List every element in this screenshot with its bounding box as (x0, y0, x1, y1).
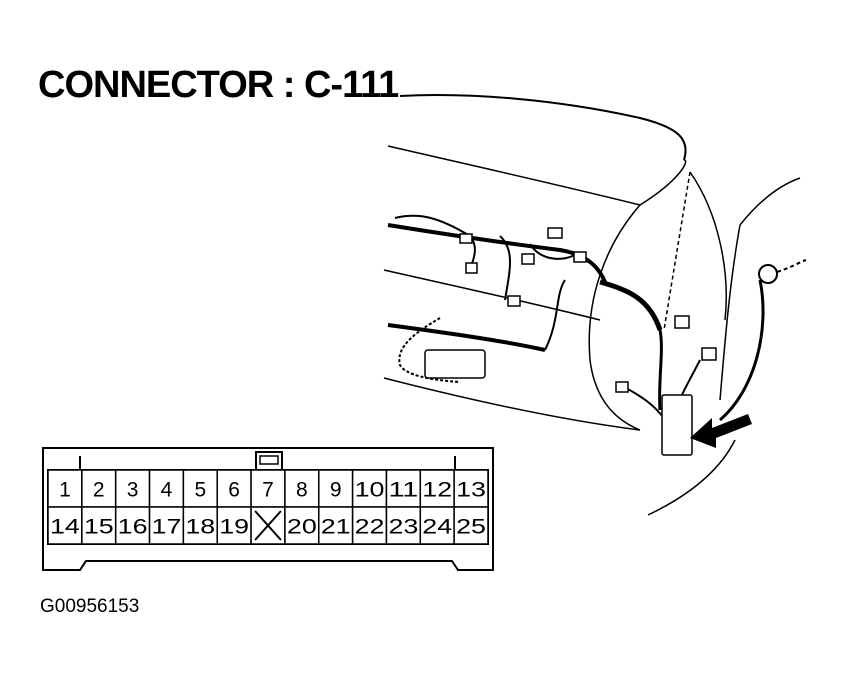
pin-cavity (81, 506, 117, 545)
antenna-lead (776, 259, 807, 273)
pin-cavity (419, 506, 455, 545)
pin-number: 7 (262, 479, 274, 502)
pin-number: 15 (84, 516, 114, 539)
pin-cavity (351, 469, 388, 508)
pin-number: 14 (50, 516, 80, 539)
pin-number: 18 (185, 516, 215, 539)
pin-cavity (284, 506, 320, 545)
pin-number: 20 (287, 516, 317, 539)
pin-number: 22 (355, 516, 385, 539)
pin-cavity (182, 506, 218, 545)
pin-number: 10 (355, 479, 385, 502)
wiring-harness (387, 214, 765, 422)
pin-number: 23 (388, 516, 418, 539)
pin-number: 4 (161, 479, 173, 502)
pin-number: 2 (93, 479, 105, 502)
pin-number: 11 (388, 479, 418, 502)
pin-number: 16 (118, 516, 148, 539)
pin-number: 5 (194, 479, 206, 502)
pin-cavity (47, 506, 83, 545)
location-arrow-icon (690, 414, 752, 448)
harness-connectors (424, 227, 717, 456)
pin-cavity (216, 469, 252, 508)
vehicle-body-outline (383, 145, 801, 516)
pin-number: 17 (152, 516, 182, 539)
pin-number: 13 (456, 479, 486, 502)
grommet (758, 264, 778, 284)
pin-number: 6 (228, 479, 240, 502)
pin-cavity (453, 469, 489, 508)
leader-line (399, 94, 687, 161)
pin-cavity (453, 506, 489, 545)
pin-number: 25 (456, 516, 486, 539)
pin-cavity (148, 469, 185, 508)
pin-number: 3 (127, 479, 139, 502)
pin-number: 8 (296, 479, 308, 502)
pin-cavity (385, 506, 422, 545)
pin-number: 19 (219, 516, 249, 539)
pin-number: 24 (422, 516, 452, 539)
pin-number: 12 (422, 479, 452, 502)
diagram-title: CONNECTOR : C-111 (38, 64, 399, 106)
pin-number: 9 (330, 479, 342, 502)
figure-id: G00956153 (40, 596, 140, 617)
empty-cavity-x-icon (254, 510, 282, 541)
pin-number: 1 (59, 479, 71, 502)
pin-cavity (114, 506, 151, 545)
pin-cavity (318, 469, 354, 508)
pin-number: 21 (321, 516, 351, 539)
